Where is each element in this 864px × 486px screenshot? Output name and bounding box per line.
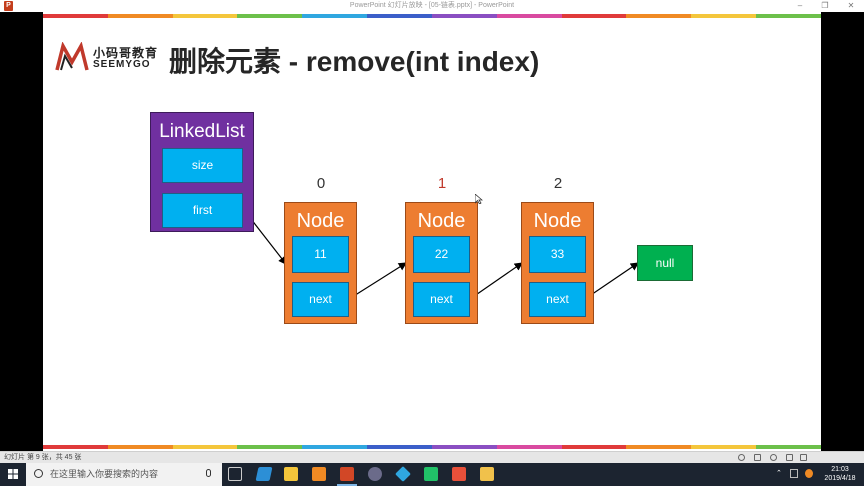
- node-index-1: 1: [437, 175, 447, 192]
- slide-title: 删除元素 - remove(int index): [169, 46, 540, 77]
- rainbow-bar-bottom: [43, 445, 821, 449]
- rainbow-segment: [43, 14, 108, 18]
- rainbow-segment: [756, 14, 821, 18]
- rainbow-segment: [691, 14, 757, 18]
- node-value: 11: [292, 236, 349, 273]
- minimize-icon[interactable]: –: [797, 1, 803, 10]
- search-placeholder: 在这里输入你要搜索的内容: [50, 469, 159, 479]
- seemygo-logo-icon: [55, 42, 89, 71]
- slide[interactable]: 小码哥教育 SEEMYGO 删除元素 - remove(int index) L…: [43, 12, 821, 451]
- node-next-field: next: [529, 282, 586, 317]
- clock-time: 21:03: [831, 466, 849, 473]
- slide-sorter-icon[interactable]: [786, 454, 793, 461]
- rainbow-segment: [756, 445, 821, 449]
- logo-chinese-text: 小码哥教育: [93, 46, 159, 60]
- microphone-icon[interactable]: [206, 469, 211, 477]
- rainbow-segment: [43, 445, 108, 449]
- node1-to-node2-arrow: [469, 262, 523, 300]
- linkedlist-title: LinkedList: [159, 121, 245, 142]
- node-index-0: 0: [316, 175, 326, 192]
- powerpoint-icon[interactable]: [340, 467, 354, 481]
- windows-start-icon[interactable]: [0, 463, 26, 486]
- node-title: Node: [417, 210, 466, 232]
- rainbow-segment: [302, 445, 368, 449]
- node-index-2: 2: [553, 175, 563, 192]
- taskbar: 在这里输入你要搜索的内容 ⌃ 21:03 2019/4/18: [0, 463, 864, 486]
- tray-app-icon[interactable]: [805, 469, 813, 478]
- rainbow-segment: [367, 445, 432, 449]
- rainbow-segment: [626, 445, 692, 449]
- tray-chevron-icon[interactable]: ⌃: [776, 470, 782, 477]
- system-clock[interactable]: 21:03 2019/4/18: [820, 465, 860, 483]
- sourcetree-icon[interactable]: [395, 466, 411, 482]
- rainbow-segment: [561, 14, 627, 18]
- clock-date: 2019/4/18: [824, 475, 856, 482]
- close-icon[interactable]: ✕: [847, 1, 855, 10]
- previous-slide-icon[interactable]: [738, 454, 745, 461]
- rainbow-segment: [367, 14, 432, 18]
- node-title: Node: [296, 210, 345, 232]
- node-value: 22: [413, 236, 470, 273]
- file-explorer-icon[interactable]: [480, 467, 494, 481]
- rainbow-segment: [107, 445, 173, 449]
- visual-studio-code-icon[interactable]: [255, 467, 273, 481]
- node-value: 33: [529, 236, 586, 273]
- letterbox-right: [821, 12, 864, 451]
- rainbow-segment: [237, 445, 303, 449]
- rainbow-segment: [626, 14, 692, 18]
- node-next-field: next: [292, 282, 349, 317]
- node-next-field: next: [413, 282, 470, 317]
- active-app-indicator: [337, 484, 357, 486]
- rainbow-segment: [107, 14, 173, 18]
- node-0: Node 11 next: [284, 202, 357, 324]
- rainbow-segment: [302, 14, 368, 18]
- rainbow-segment: [561, 445, 627, 449]
- rainbow-segment: [496, 14, 562, 18]
- rainbow-bar-top: [43, 14, 821, 18]
- slide-counter: 幻灯片 第 9 张，共 45 张: [4, 454, 82, 461]
- sublime-icon[interactable]: [284, 467, 298, 481]
- sublime-text-icon[interactable]: [312, 467, 326, 481]
- task-view-icon[interactable]: [228, 467, 242, 481]
- node-title: Node: [533, 210, 582, 232]
- null-box: null: [637, 245, 693, 281]
- linkedlist-box: LinkedList size first: [150, 112, 254, 232]
- slideshow-icon[interactable]: [800, 454, 807, 461]
- restore-icon[interactable]: ❐: [821, 1, 829, 10]
- mouse-pointer-icon: [475, 194, 483, 204]
- linked-list-diagram: LinkedList size first 0 1 2 Node 11 next…: [43, 12, 821, 451]
- rainbow-segment: [237, 14, 303, 18]
- linkedlist-size-field: size: [162, 148, 243, 183]
- logo: 小码哥教育 SEEMYGO: [55, 40, 165, 74]
- node-1: Node 22 next: [405, 202, 478, 324]
- next-slide-icon[interactable]: [770, 454, 777, 461]
- normal-view-icon[interactable]: [754, 454, 761, 461]
- rainbow-segment: [496, 445, 562, 449]
- status-bar: 幻灯片 第 9 张，共 45 张: [0, 451, 864, 463]
- window-title-bar: P PowerPoint 幻灯片放映 - [05-链表.pptx] - Powe…: [0, 0, 864, 12]
- taskbar-search-box[interactable]: 在这里输入你要搜索的内容: [26, 463, 222, 486]
- clion-icon[interactable]: [424, 467, 438, 481]
- terminal-icon[interactable]: [368, 467, 382, 481]
- network-icon[interactable]: [790, 469, 798, 478]
- xmind-icon[interactable]: [452, 467, 466, 481]
- rainbow-segment: [431, 445, 497, 449]
- rainbow-segment: [431, 14, 497, 18]
- rainbow-segment: [172, 445, 238, 449]
- logo-english-text: SEEMYGO: [93, 59, 151, 70]
- node0-to-node1-arrow: [348, 262, 408, 300]
- powerpoint-app-icon[interactable]: P: [4, 1, 13, 11]
- search-icon: [34, 469, 43, 478]
- rainbow-segment: [172, 14, 238, 18]
- letterbox-left: [0, 12, 43, 451]
- linkedlist-first-field: first: [162, 193, 243, 228]
- window-title: PowerPoint 幻灯片放映 - [05-链表.pptx] - PowerP…: [349, 2, 515, 9]
- rainbow-segment: [691, 445, 757, 449]
- node-2: Node 33 next: [521, 202, 594, 324]
